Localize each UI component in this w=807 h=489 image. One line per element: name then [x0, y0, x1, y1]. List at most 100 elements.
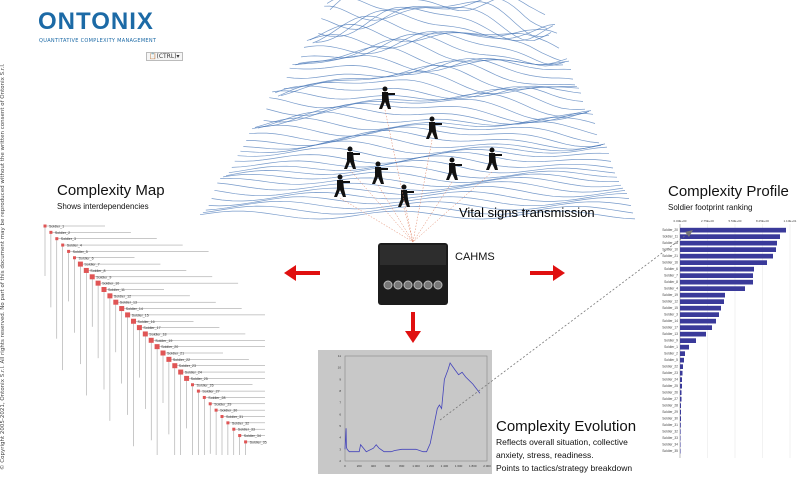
contour-line: [309, 24, 560, 49]
contour-line: [303, 31, 564, 66]
map-node-label: Soldier_29: [214, 402, 231, 406]
soldier-icon: [372, 161, 388, 184]
map-node: [166, 356, 172, 362]
signal-line: [384, 109, 414, 243]
profile-category-label: Soldier_14: [662, 319, 678, 323]
map-node: [208, 402, 212, 406]
profile-category-label: Soldier_3: [664, 313, 678, 317]
profile-bar: [680, 435, 681, 441]
map-node: [49, 230, 53, 234]
evolution-y-tick: 2: [339, 459, 341, 463]
signal-lines: [339, 109, 493, 243]
map-node: [55, 237, 59, 241]
contour-line: [277, 79, 582, 98]
profile-category-label: Soldier_6: [664, 267, 678, 271]
profile-bar: [680, 253, 773, 259]
contour-line: [249, 126, 602, 147]
contour-line: [269, 93, 588, 117]
profile-bar: [680, 299, 724, 304]
map-node: [113, 299, 119, 305]
profile-subtitle: Soldier footprint ranking: [668, 203, 753, 212]
evolution-y-tick: 5: [339, 424, 341, 428]
profile-category-label: Soldier_5: [664, 358, 678, 362]
map-node: [83, 267, 89, 273]
contour-line: [225, 165, 618, 179]
complexity-map: Soldier_1Soldier_2Soldier_3Soldier_4Sold…: [43, 224, 267, 455]
map-node: [226, 421, 230, 425]
profile-category-label: Soldier_9: [664, 339, 678, 343]
profile-category-label: Soldier_34: [662, 443, 678, 447]
profile-bar: [680, 292, 725, 298]
contour-line: [211, 191, 628, 202]
map-node-label: Soldier_32: [232, 421, 249, 425]
profile-bar: [680, 312, 719, 317]
evolution-x-tick: 1 200: [426, 464, 434, 468]
contour-line: [260, 106, 594, 128]
map-node-label: Soldier_22: [173, 358, 190, 362]
profile-category-label: Soldier_30: [662, 417, 678, 421]
map-node: [73, 256, 76, 260]
soldier-icon: [379, 86, 395, 109]
contour-line: [257, 111, 596, 129]
map-node: [196, 389, 200, 393]
evolution-x-tick: 1 400: [441, 464, 449, 468]
map-node-label: Soldier_21: [167, 352, 184, 356]
profile-category-label: Soldier_11: [662, 235, 678, 239]
map-node: [67, 249, 71, 253]
profile-title: Complexity Profile: [668, 183, 789, 200]
device-label: CAHMS: [455, 251, 495, 263]
map-node: [89, 274, 95, 280]
signal-line: [377, 184, 414, 243]
contour-line: [220, 177, 622, 188]
cahms-device: [378, 243, 448, 305]
map-node: [191, 383, 194, 387]
contour-line: [205, 200, 632, 211]
map-node: [220, 415, 224, 418]
map-node-label: Soldier_31: [226, 415, 243, 419]
profile-bar: [680, 331, 706, 337]
contour-line: [321, 5, 552, 42]
evolution-x-tick: 1 800: [469, 464, 477, 468]
contour-line: [208, 196, 630, 207]
map-node: [119, 306, 125, 312]
map-node: [107, 293, 113, 299]
profile-bar: [680, 325, 712, 330]
signal-line: [412, 139, 433, 243]
profile-bar: [680, 377, 682, 382]
map-node: [244, 440, 248, 444]
evolution-title: Complexity Evolution: [496, 418, 637, 435]
contour-line: [301, 33, 566, 67]
profile-category-label: Soldier_33: [662, 436, 678, 440]
profile-category-label: Soldier_12: [662, 300, 678, 304]
contour-line: [272, 88, 586, 110]
paste-options-button[interactable]: 📋(CTRL)▾: [146, 52, 183, 61]
profile-bar: [680, 260, 767, 265]
profile-category-label: Soldier_15: [662, 306, 678, 310]
profile-category-label: Soldier_7: [664, 274, 678, 278]
map-node-label: Soldier_30: [220, 409, 237, 413]
map-node: [125, 312, 131, 318]
contour-line: [318, 6, 554, 41]
evolution-y-tick: 7: [339, 401, 341, 405]
map-node-label: Soldier_35: [250, 440, 267, 444]
evolution-x-tick: 1 000: [412, 464, 420, 468]
signal-line: [339, 197, 414, 243]
map-node: [43, 224, 47, 228]
map-node-label: Soldier_7: [84, 263, 99, 267]
map-node-label: Soldier_13: [120, 301, 137, 305]
profile-category-label: Soldier_32: [662, 430, 678, 434]
map-node-label: Soldier_6: [79, 256, 94, 260]
map-node-label: Soldier_11: [108, 288, 125, 292]
contour-line: [274, 85, 584, 102]
connector: [433, 280, 443, 290]
soldier-icon: [446, 157, 462, 180]
map-node-label: Soldier_1: [49, 225, 64, 229]
profile-category-label: Soldier_23: [662, 371, 678, 375]
map-node: [136, 325, 142, 331]
map-node: [172, 363, 178, 369]
map-node-label: Soldier_33: [238, 428, 255, 432]
evolution-x-tick: 200: [357, 464, 362, 468]
